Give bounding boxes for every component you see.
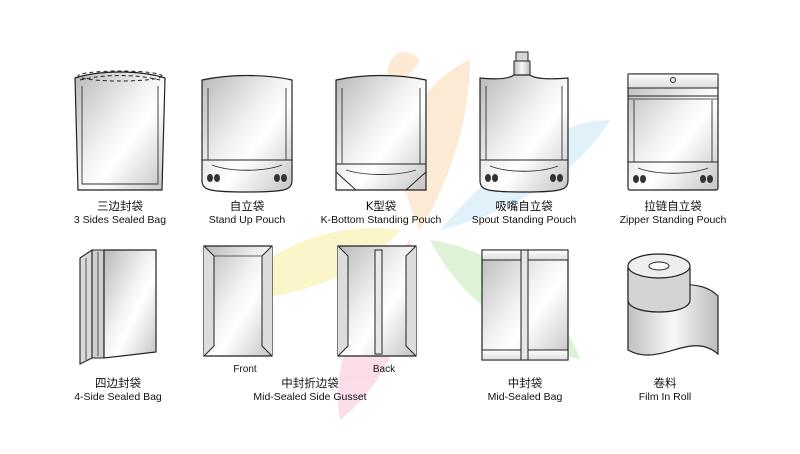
mid-sealed-bag-illustration <box>481 249 569 361</box>
label-zh-four-side-sealed-bag: 四边封袋 <box>95 376 141 390</box>
label-zh-stand-up-pouch: 自立袋 <box>229 199 265 213</box>
label-en-zipper-pouch: Zipper Standing Pouch <box>619 214 727 226</box>
film-roll-illustration <box>627 253 719 356</box>
zipper-pouch-illustration <box>627 73 719 191</box>
label-en-film-roll: Film In Roll <box>638 391 692 403</box>
label-zh-three-sides-sealed-bag: 三边封袋 <box>97 199 143 213</box>
label-en-spout-pouch: Spout Standing Pouch <box>471 214 577 226</box>
label-gusset-front: Front <box>233 364 257 375</box>
side-gusset-back-illustration <box>337 245 417 357</box>
label-en-stand-up-pouch: Stand Up Pouch <box>208 214 286 226</box>
label-gusset-back: Back <box>372 364 396 375</box>
label-zh-zipper-pouch: 拉链自立袋 <box>644 199 702 213</box>
spout-pouch-illustration <box>479 51 569 193</box>
label-zh-k-bottom-pouch: K型袋 <box>365 199 397 213</box>
label-zh-film-roll: 卷料 <box>653 376 677 390</box>
four-side-sealed-bag-illustration <box>79 248 157 365</box>
label-zh-spout-pouch: 吸嘴自立袋 <box>495 199 553 213</box>
side-gusset-front-illustration <box>203 245 273 357</box>
label-zh-side-gusset: 中封折边袋 <box>281 376 339 390</box>
label-en-mid-sealed-bag: Mid-Sealed Bag <box>487 391 563 403</box>
stand-up-pouch-illustration <box>201 74 293 193</box>
label-en-four-side-sealed-bag: 4-Side Sealed Bag <box>74 391 162 403</box>
label-en-three-sides-sealed-bag: 3 Sides Sealed Bag <box>73 214 167 226</box>
label-en-side-gusset: Mid-Sealed Side Gusset <box>253 391 367 403</box>
three-sides-sealed-bag-illustration <box>74 70 166 191</box>
label-zh-mid-sealed-bag: 中封袋 <box>507 376 543 390</box>
k-bottom-pouch-illustration <box>335 74 427 191</box>
label-en-k-bottom-pouch: K-Bottom Standing Pouch <box>320 214 442 226</box>
